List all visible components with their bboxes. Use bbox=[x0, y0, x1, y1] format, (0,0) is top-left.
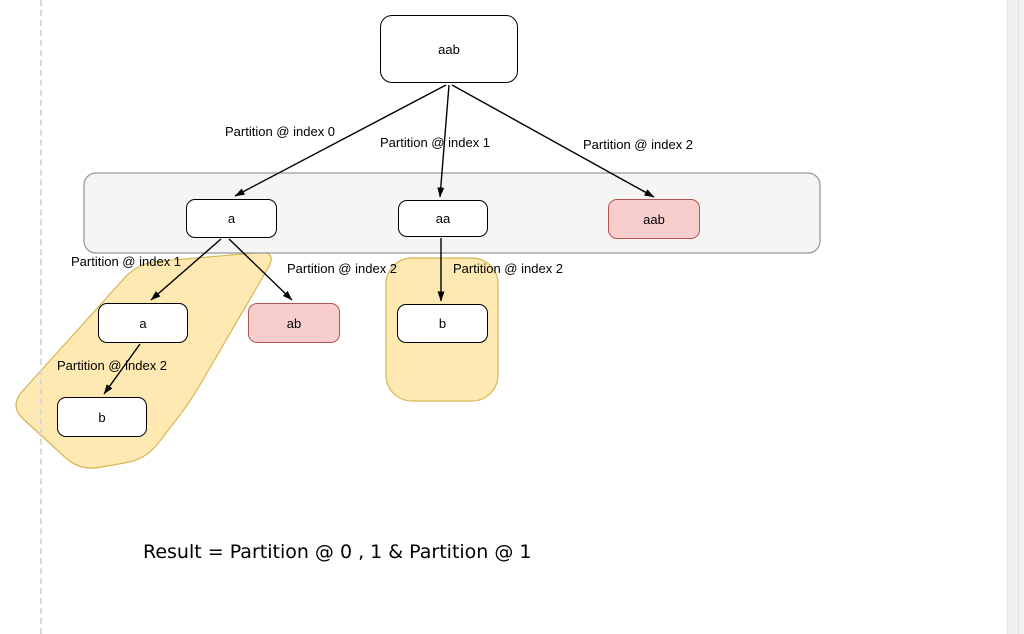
page-boundary-dashed-line bbox=[40, 0, 42, 634]
edge-label-a-partition-index-2: Partition @ index 2 bbox=[287, 261, 398, 276]
node-l1-aab-rejected[interactable]: aab bbox=[608, 199, 700, 239]
edge-root-to-aa bbox=[437, 84, 450, 198]
edge-a2-to-b bbox=[103, 343, 141, 395]
edge-a-to-a bbox=[150, 238, 222, 301]
result-text: Result = Partition @ 0 , 1 & Partition @… bbox=[143, 541, 532, 563]
edge-label-a-partition-index-1: Partition @ index 1 bbox=[71, 254, 182, 269]
scrollbar-track[interactable] bbox=[1007, 0, 1024, 634]
edge-label-a2-partition-index-2: Partition @ index 2 bbox=[57, 358, 168, 373]
edge-label-aa-partition-index-2: Partition @ index 2 bbox=[453, 261, 564, 276]
scrollbar-inner-line bbox=[1018, 0, 1019, 634]
node-l1-a[interactable]: a bbox=[186, 199, 277, 238]
node-l2-b[interactable]: b bbox=[397, 304, 488, 343]
node-root-aab[interactable]: aab bbox=[380, 15, 518, 83]
node-l2-a[interactable]: a bbox=[98, 303, 188, 343]
edge-root-to-a bbox=[234, 84, 447, 197]
edge-label-partition-index-2: Partition @ index 2 bbox=[583, 137, 694, 152]
edge-root-to-aab bbox=[451, 84, 655, 198]
node-l2-ab-rejected[interactable]: ab bbox=[248, 303, 340, 343]
edge-label-partition-index-1: Partition @ index 1 bbox=[380, 135, 491, 150]
node-l1-aa[interactable]: aa bbox=[398, 200, 488, 237]
node-l3-b[interactable]: b bbox=[57, 397, 147, 437]
edge-label-partition-index-0: Partition @ index 0 bbox=[225, 124, 336, 139]
edge-a-to-ab bbox=[228, 238, 293, 301]
